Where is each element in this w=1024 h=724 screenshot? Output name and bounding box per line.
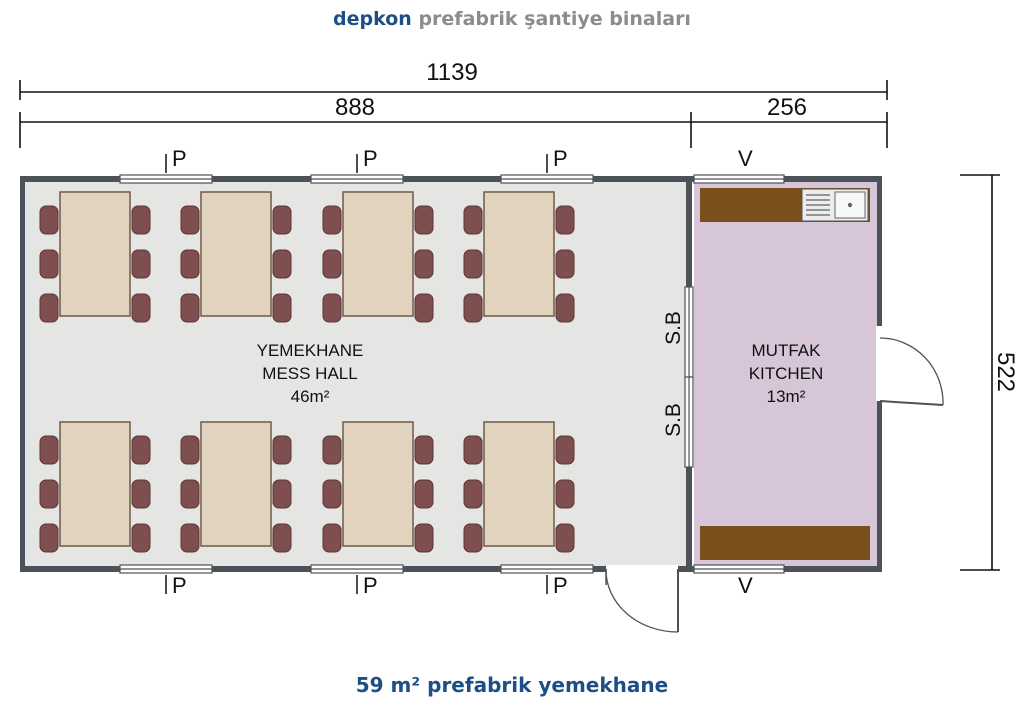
dining-table: [59, 191, 131, 317]
dining-table: [200, 191, 272, 317]
dining-table-set: [463, 191, 575, 323]
chair: [322, 293, 342, 323]
sink-icon: [801, 188, 869, 222]
window-label-group: P P P V P P P V: [165, 146, 753, 598]
dining-table-set: [180, 191, 292, 323]
chair: [39, 293, 59, 323]
pass-through-windows: [684, 286, 694, 468]
window-label-p: P: [363, 573, 378, 598]
window-label-p: P: [172, 146, 187, 171]
dining-table: [200, 421, 272, 547]
chair: [555, 523, 575, 553]
chair: [131, 523, 151, 553]
chair: [322, 249, 342, 279]
dining-table-set: [463, 421, 575, 553]
dimension-lines: [19, 80, 1000, 571]
chair: [322, 523, 342, 553]
chair: [272, 435, 292, 465]
chair: [180, 523, 200, 553]
dining-table-set: [39, 191, 151, 323]
chair: [414, 479, 434, 509]
mess-hall-name-tr: YEMEKHANE: [257, 341, 364, 360]
window-label-p: P: [553, 573, 568, 598]
page-header: depkon prefabrik şantiye binaları: [0, 8, 1024, 30]
window-label-v: V: [738, 573, 753, 598]
mess-hall-area: 46m²: [291, 387, 330, 406]
chair: [555, 249, 575, 279]
dining-table: [342, 421, 414, 547]
chair: [463, 435, 483, 465]
dining-table-set: [322, 421, 434, 553]
chair: [414, 523, 434, 553]
chair: [414, 435, 434, 465]
dimension-hall-width: 888: [335, 94, 375, 121]
chair: [131, 205, 151, 235]
dimension-depth: 522: [992, 352, 1019, 392]
chair: [39, 479, 59, 509]
dimension-total-width: 1139: [426, 59, 478, 86]
window-label-v: V: [738, 146, 753, 171]
chair: [131, 435, 151, 465]
chair: [131, 249, 151, 279]
main-entrance-door[interactable]: [605, 565, 679, 633]
dining-table: [483, 191, 555, 317]
window-label-p: P: [553, 146, 568, 171]
chair: [555, 205, 575, 235]
dining-table-set: [322, 191, 434, 323]
chair: [180, 205, 200, 235]
kitchen-counter: [700, 526, 870, 560]
chair: [180, 435, 200, 465]
chair: [272, 293, 292, 323]
chair: [555, 479, 575, 509]
kitchen-name-tr: MUTFAK: [752, 341, 822, 360]
chair: [463, 249, 483, 279]
dining-furniture: [39, 191, 575, 553]
chair: [555, 435, 575, 465]
pass-through-label: S.B: [662, 403, 685, 437]
chair: [180, 479, 200, 509]
kitchen-door[interactable]: [876, 326, 944, 406]
page-caption: 59 m² prefabrik yemekhane: [355, 673, 669, 697]
chair: [131, 293, 151, 323]
chair: [39, 435, 59, 465]
mess-hall-name-en: MESS HALL: [262, 364, 357, 383]
chair: [272, 249, 292, 279]
chair: [322, 205, 342, 235]
chair: [39, 205, 59, 235]
chair: [272, 523, 292, 553]
chair: [272, 205, 292, 235]
pass-through-label: S.B: [662, 311, 685, 345]
dining-table: [59, 421, 131, 547]
chair: [414, 293, 434, 323]
chair: [39, 249, 59, 279]
chair: [463, 523, 483, 553]
chair: [463, 479, 483, 509]
chair: [180, 249, 200, 279]
chair: [322, 435, 342, 465]
chair: [414, 249, 434, 279]
dining-table-set: [180, 421, 292, 553]
chair: [463, 293, 483, 323]
chair: [131, 479, 151, 509]
chair: [555, 293, 575, 323]
kitchen-floor: [694, 181, 877, 567]
chair: [180, 293, 200, 323]
chair: [39, 523, 59, 553]
chair: [463, 205, 483, 235]
chair: [414, 205, 434, 235]
chair: [322, 479, 342, 509]
chair: [272, 479, 292, 509]
windows: [119, 174, 785, 574]
dining-table: [342, 191, 414, 317]
dining-table: [483, 421, 555, 547]
header-title: prefabrik şantiye binaları: [418, 8, 691, 30]
kitchen-name-en: KITCHEN: [749, 364, 824, 383]
window-label-p: P: [172, 573, 187, 598]
brand-name: depkon: [333, 8, 412, 30]
kitchen-area: 13m²: [767, 387, 806, 406]
dimension-kitchen-width: 256: [767, 94, 807, 121]
dining-table-set: [39, 421, 151, 553]
window-label-p: P: [363, 146, 378, 171]
